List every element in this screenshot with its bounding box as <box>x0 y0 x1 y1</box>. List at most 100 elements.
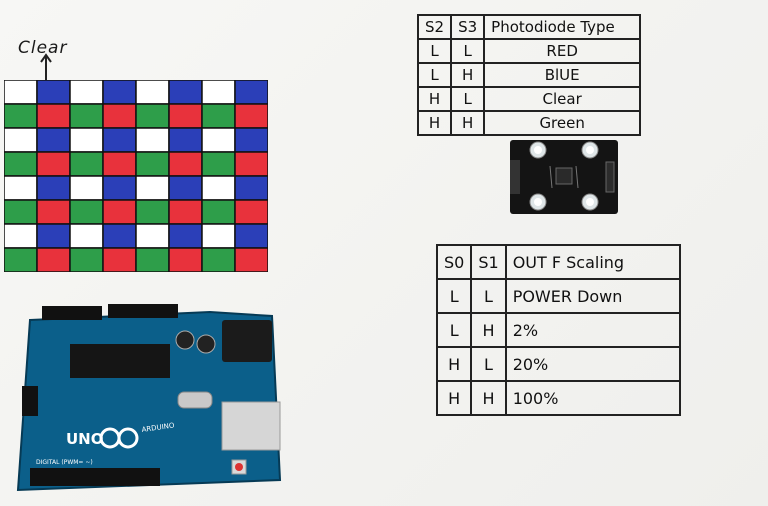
filter-cell-green <box>135 247 170 272</box>
board-model: UNO <box>66 430 104 448</box>
cell: L <box>470 278 507 314</box>
header-s3: S3 <box>450 14 486 40</box>
filter-cell-green <box>4 247 38 272</box>
digital-label: DIGITAL (PWM= ~) <box>36 459 93 466</box>
filter-cell-white <box>69 127 104 153</box>
microcontroller-chip <box>70 344 170 378</box>
filter-cell-red <box>234 247 268 272</box>
cell: H <box>450 62 486 88</box>
filter-cell-white <box>201 175 236 201</box>
color-filter-grid <box>4 80 268 272</box>
cell: L <box>450 38 486 64</box>
filter-cell-green <box>201 199 236 225</box>
table-row: L L RED <box>416 38 642 64</box>
filter-cell-red <box>36 247 71 272</box>
filter-cell-blue <box>234 127 268 153</box>
filter-cell-green <box>135 151 170 177</box>
cell: H <box>435 346 473 382</box>
header-pins <box>108 304 178 318</box>
table-row: H L Clear <box>416 86 642 112</box>
filter-cell-blue <box>234 80 268 105</box>
photodiode-type-table: S2 S3 Photodiode Type L L RED L H BlUE H… <box>416 14 642 136</box>
filter-cell-red <box>36 199 71 225</box>
arrow-icon <box>40 53 52 80</box>
table-row: H L 20% <box>435 346 681 382</box>
filter-cell-blue <box>168 80 203 105</box>
arduino-uno-board: UNO ARDUINO DIGITAL (PWM= ~) <box>16 304 282 492</box>
filter-cell-red <box>234 151 268 177</box>
filter-cell-red <box>168 247 203 272</box>
cell: RED <box>483 38 642 64</box>
filter-cell-green <box>201 247 236 272</box>
header-out-f-scaling: OUT F Scaling <box>504 244 681 280</box>
table-row: H H 100% <box>435 380 681 416</box>
filter-cell-red <box>102 103 137 129</box>
filter-cell-blue <box>36 80 71 105</box>
filter-cell-white <box>135 127 170 153</box>
power-jack <box>222 320 272 362</box>
capacitor <box>196 334 216 354</box>
filter-cell-green <box>4 199 38 225</box>
filter-cell-green <box>69 151 104 177</box>
filter-cell-blue <box>168 175 203 201</box>
header-s1: S1 <box>470 244 507 280</box>
filter-cell-blue <box>102 80 137 105</box>
filter-cell-white <box>201 80 236 105</box>
cell: L <box>416 62 453 88</box>
filter-cell-red <box>234 199 268 225</box>
filter-cell-blue <box>102 223 137 249</box>
header-pins <box>42 306 102 320</box>
cell: H <box>416 86 453 112</box>
filter-cell-blue <box>102 175 137 201</box>
filter-cell-green <box>69 103 104 129</box>
filter-cell-red <box>168 103 203 129</box>
table-header-row: S0 S1 OUT F Scaling <box>435 244 681 280</box>
filter-cell-blue <box>234 223 268 249</box>
table-row: L H BlUE <box>416 62 642 88</box>
filter-cell-green <box>4 103 38 129</box>
icsp-header <box>22 386 38 416</box>
table-row: L L POWER Down <box>435 278 681 314</box>
header-s2: S2 <box>416 14 453 40</box>
cell: POWER Down <box>504 278 681 314</box>
filter-cell-red <box>36 151 71 177</box>
crystal <box>177 391 213 409</box>
filter-cell-green <box>201 151 236 177</box>
cell: H <box>435 380 473 416</box>
cell: H <box>450 110 486 136</box>
cell: H <box>416 110 453 136</box>
reset-icon <box>235 463 243 471</box>
cell: L <box>450 86 486 112</box>
filter-cell-blue <box>168 223 203 249</box>
table-row: H H Green <box>416 110 642 136</box>
filter-cell-white <box>69 80 104 105</box>
usb-port <box>221 401 281 451</box>
cell: Green <box>483 110 642 136</box>
filter-cell-blue <box>234 175 268 201</box>
filter-cell-blue <box>36 175 71 201</box>
clear-label: Clear <box>18 38 68 58</box>
filter-cell-white <box>135 80 170 105</box>
cell: L <box>435 278 473 314</box>
capacitor <box>175 330 195 350</box>
filter-cell-white <box>135 175 170 201</box>
cell: H <box>470 312 507 348</box>
filter-cell-blue <box>102 127 137 153</box>
filter-cell-white <box>201 223 236 249</box>
filter-cell-green <box>69 247 104 272</box>
cell: 100% <box>504 380 681 416</box>
filter-cell-red <box>102 247 137 272</box>
filter-cell-green <box>135 103 170 129</box>
filter-cell-white <box>4 80 38 105</box>
filter-cell-red <box>102 151 137 177</box>
filter-cell-green <box>135 199 170 225</box>
filter-cell-red <box>36 103 71 129</box>
cell: L <box>416 38 453 64</box>
filter-cell-white <box>4 127 38 153</box>
filter-cell-red <box>168 199 203 225</box>
color-sensor-module <box>510 140 618 214</box>
cell: 2% <box>504 312 681 348</box>
table-row: L H 2% <box>435 312 681 348</box>
filter-cell-red <box>168 151 203 177</box>
filter-cell-green <box>201 103 236 129</box>
